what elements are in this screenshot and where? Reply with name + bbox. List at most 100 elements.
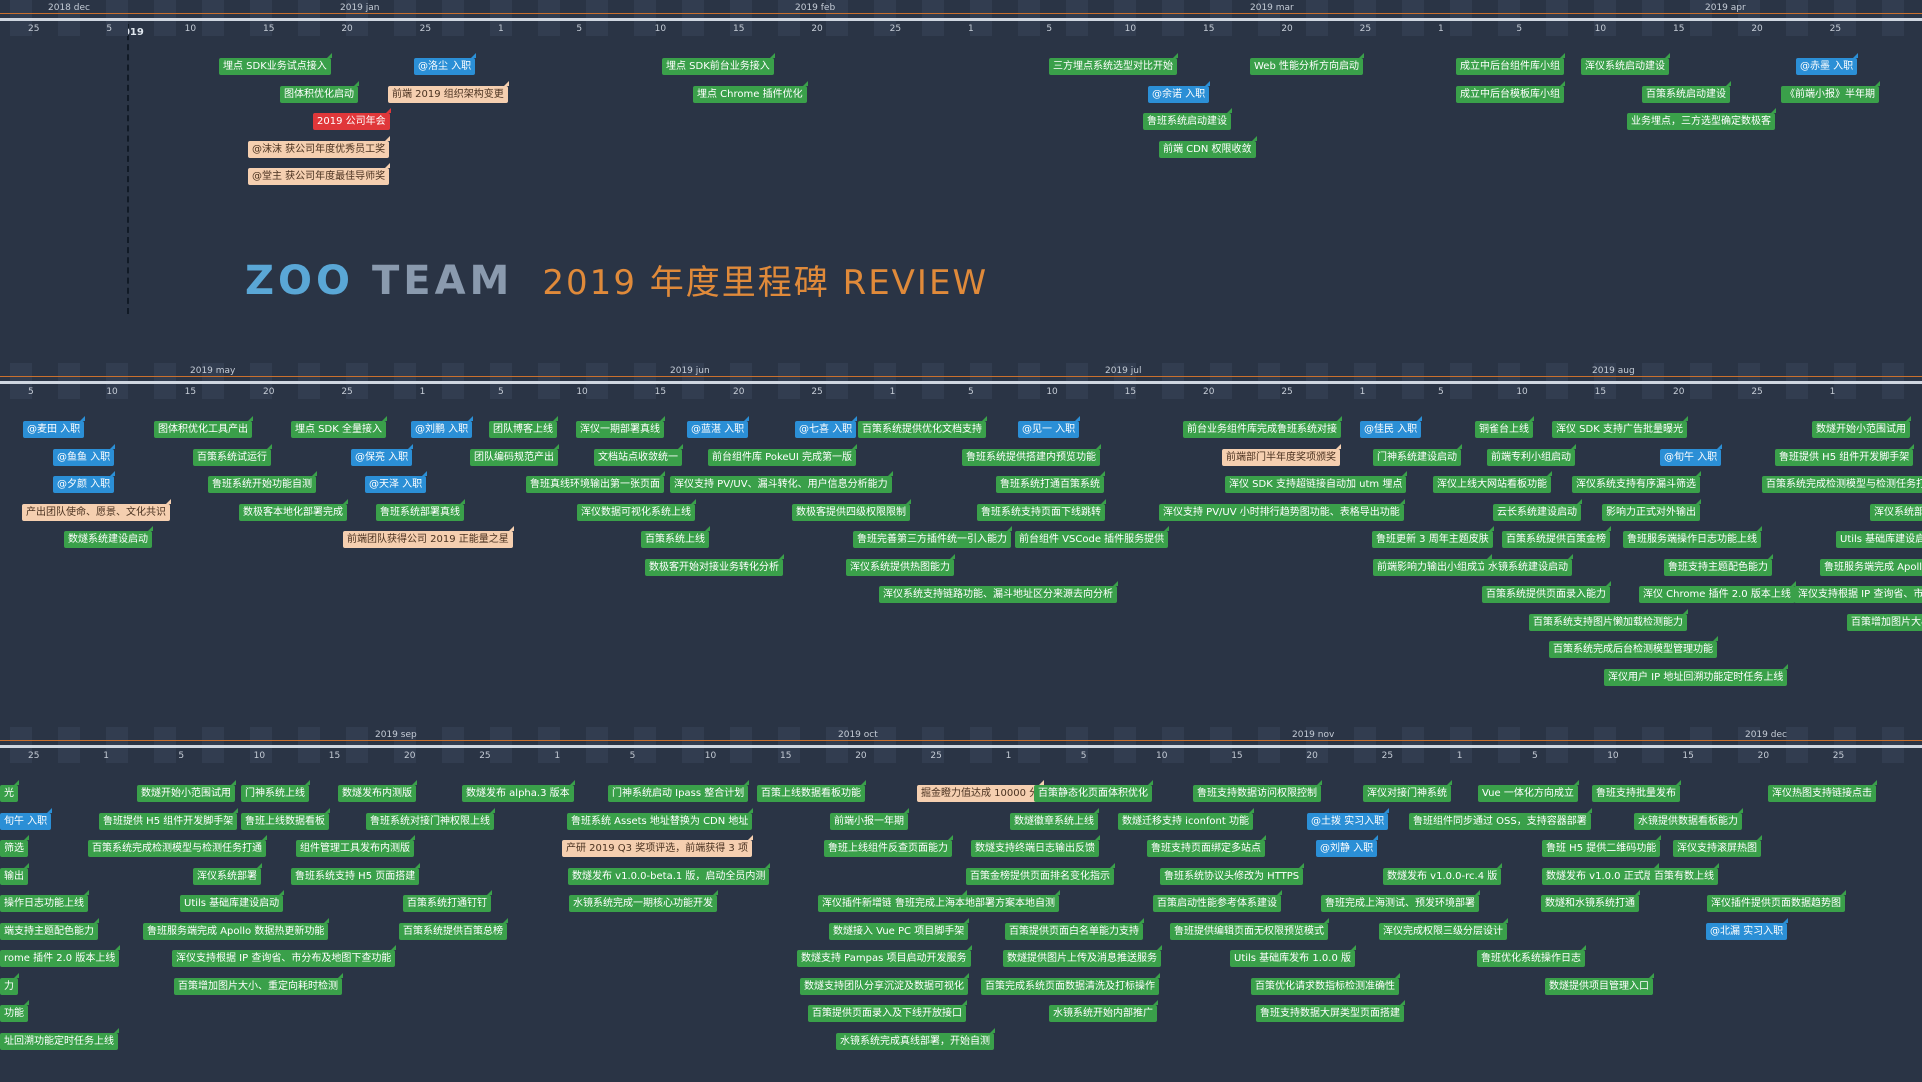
member-join-event: 旬午 入职 [0,807,53,830]
month-label: 2019 jan [340,3,380,13]
milestone-event: 百策完成系统页面数据清洗及打标操作 [981,972,1160,995]
milestone-event: 图体积优化启动 [280,80,359,103]
milestone-event: 鲁班 H5 提供二维码功能 [1542,835,1662,857]
award-event: @沫沫 获公司年度优秀员工奖 [248,135,391,158]
milestone-event: Utils 基础库建设启动 [1836,531,1922,548]
milestone-event: 前台组件库 PokeUI 完成第一版 [708,443,858,466]
milestone-event: 鲁班提供编辑页面无权限预览模式 [1170,917,1329,940]
milestone-event: 鲁班系统部署真线 [376,498,465,521]
milestone-event: 2019 公司年会 [313,108,391,130]
milestone-event: 百策系统上线 [641,526,710,548]
day-tick-label: 1 [968,24,974,34]
day-tick-label: 1 [1359,387,1366,397]
milestone-event: 端支持主题配色能力 [0,917,99,940]
day-tick-label: 20 [1281,24,1293,34]
member-join-event: @鱼鱼 入职 [53,443,116,466]
milestone-event: 前端影响力输出小组成立 [1373,553,1492,576]
milestone-event: 成立中后台组件库小组 [1456,53,1565,75]
day-tick-label: 20 [263,387,275,397]
day-tick-label: 25 [341,387,353,397]
milestone-event: 图体积优化工具产出 [154,416,253,438]
day-tick-label: 5 [28,387,34,397]
member-join-event: @夕颜 入职 [53,471,116,493]
milestone-event: 浑仪系统支持链路功能、漏斗地址区分来源去向分析 [879,581,1118,603]
milestone-event: 筛选 [0,835,29,857]
milestone-event: 百策提供页面白名单能力支持 [1005,917,1144,940]
milestone-event: 百策系统打通钉钉 [403,890,492,912]
award-event: 前端团队获得公司 2019 正能量之星 [343,526,514,548]
milestone-event: 浑仪系统部署 [193,862,262,885]
award-event: 产出团队使命、愿景、文化共识 [22,498,171,521]
day-tick-label: 15 [1124,387,1137,397]
milestone-event: 鲁班支持数据大屏类型页面搭建 [1256,1000,1405,1022]
milestone-event: 浑仪 SDK 支持超链接自动加 utm 埋点 [1225,471,1408,493]
milestone-event: 浑仪系统支持有序漏斗筛选 [1572,471,1701,493]
milestone-event: 鲁班系统打通百策系统 [996,471,1105,493]
month-label: 2019 jul [1105,366,1142,376]
day-tick-label: 5 [178,751,185,761]
milestone-event: 鲁班系统协议头修改为 HTTPS [1160,862,1305,885]
month-label: 2019 sep [375,730,417,740]
milestone-event: 水镜系统建设启动 [1484,553,1573,576]
milestone-event: 前台业务组件库完成鲁班系统对接 [1183,416,1342,438]
milestone-event: Web 性能分析方向启动 [1250,53,1364,75]
award-event: @堂主 获公司年度最佳导师奖 [248,163,391,185]
milestone-event: 埋点 SDK业务试点接入 [219,53,332,75]
milestone-event: 埋点 Chrome 插件优化 [693,80,808,103]
milestone-event: 浑仪一期部署真线 [576,416,665,438]
day-tick-label: 5 [1046,24,1053,34]
day-tick-label: 1 [498,24,504,34]
day-tick-label: 5 [968,387,974,397]
milestone-event: 百策优化请求数指标检测准确性 [1251,972,1400,995]
milestone-event: 鲁班支持数据访问权限控制 [1193,780,1322,802]
member-join-event: @七喜 入职 [795,416,858,438]
milestone-event: 浑仪插件提供页面数据趋势图 [1707,890,1846,912]
day-tick-label: 10 [1046,387,1058,397]
month-label: 2019 jun [670,366,710,376]
milestone-event: 数燧开始小范围试用 [1812,416,1911,438]
day-tick-label: 5 [1438,387,1444,397]
day-tick-label: 25 [811,387,823,397]
milestone-event: 百策上线数据看板功能 [757,780,866,802]
milestone-event: 水镜提供数据看板能力 [1634,807,1743,830]
milestone-event: 百策系统提供百策总榜 [399,917,508,940]
day-tick-label: 20 [733,387,745,397]
milestone-event: 鲁班组件同步通过 OSS，支持容器部署 [1409,807,1592,830]
milestone-event: 百策系统提供百策金榜 [1502,526,1611,548]
milestone-event: 数极客提供四级权限限制 [792,498,911,521]
milestone-event: 三方埋点系统选型对比开始 [1049,53,1178,75]
day-tick-label: 20 [1751,24,1763,34]
milestone-event: Utils 基础库建设启动 [180,890,285,912]
milestone-event: 数燧支持团队分享沉淀及数据可视化 [800,972,969,995]
day-tick-label: 20 [1306,751,1318,761]
month-label: 2019 dec [1745,730,1787,740]
member-join-event: @洛尘 入职 [414,53,477,75]
month-label: 2019 aug [1592,366,1635,376]
milestone-event: 百策系统启动建设 [1642,80,1731,103]
day-tick-label: 1 [1005,751,1012,761]
milestone-event: 门神系统上线 [241,780,310,802]
milestone-event: 光 [0,780,19,802]
milestone-event: 浑仪系统提供热图能力 [846,553,955,576]
month-label: 2019 apr [1705,3,1746,13]
milestone-event: 鲁班上线数据看板 [241,807,330,830]
day-tick-label: 10 [1594,24,1607,34]
milestone-event: 浑仪支持滚屏热图 [1673,835,1762,857]
day-tick-label: 25 [889,24,902,34]
milestone-event: 浑仪 SDK 支持广告批量曝光 [1552,416,1688,438]
milestone-event: 数燧发布 v1.0.0 正式版 [1542,862,1659,885]
day-tick-label: 15 [780,751,792,761]
day-tick-label: 5 [1516,24,1523,34]
milestone-event: 力 [0,972,19,995]
day-tick-label: 5 [106,24,113,34]
timeline-axis [0,381,1922,384]
day-tick-label: 15 [184,387,197,397]
day-tick-label: 10 [654,24,667,34]
day-tick-label: 1 [1829,387,1836,397]
member-join-event: @赤墨 入职 [1796,53,1859,75]
milestone-event: 浑仪 Chrome 插件 2.0 版本上线 [1639,581,1796,603]
day-tick-label: 25 [1359,24,1372,34]
milestone-event: 数燧发布 v1.0.0-beta.1 版，启动全员内测 [568,862,771,885]
day-tick-label: 25 [28,24,40,34]
